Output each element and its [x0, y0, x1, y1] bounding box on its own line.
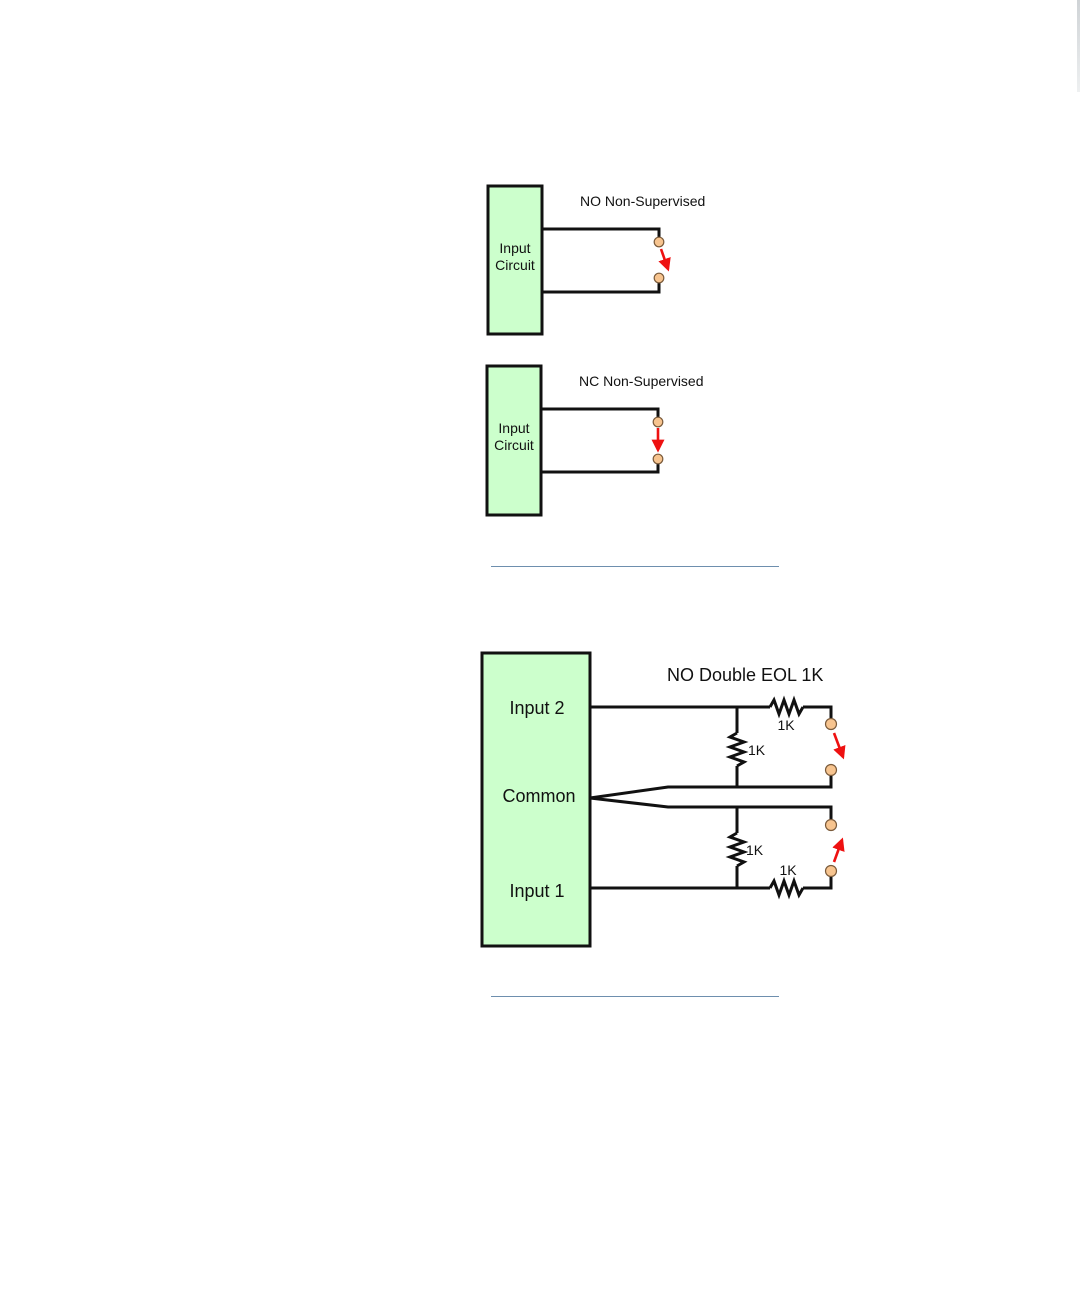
nc-non-supervised-diagram: Input Circuit NC Non-Supervised [487, 366, 704, 515]
no-double-eol-diagram: Input 2 Common Input 1 NO Double EOL 1K … [482, 653, 843, 946]
input2-label: Input 2 [509, 698, 564, 718]
upper-wire [542, 229, 659, 240]
input-circuit-label-line2: Circuit [495, 257, 535, 273]
input1-lower-terminal [826, 866, 837, 877]
diagram-title: NO Non-Supervised [580, 193, 705, 209]
input-circuit-label-line2: Circuit [494, 437, 534, 453]
common-upper-wire [590, 776, 831, 798]
lower-terminal [653, 454, 663, 464]
input2-lower-terminal [826, 765, 837, 776]
upper-wire [541, 409, 658, 418]
input1-series-resistor-label: 1K [779, 862, 797, 878]
input1-label: Input 1 [509, 881, 564, 901]
upper-terminal [653, 417, 663, 427]
input1-shunt-resistor [730, 833, 744, 866]
input1-shunt-resistor-label: 1K [746, 842, 764, 858]
separator-line [491, 566, 779, 567]
input1-upper-terminal [826, 820, 837, 831]
diagram-title: NO Double EOL 1K [667, 665, 823, 685]
input2-series-wire [803, 707, 831, 718]
input2-series-resistor-label: 1K [777, 717, 795, 733]
input2-upper-terminal [826, 719, 837, 730]
input1-series-wire [803, 877, 831, 888]
upper-terminal [654, 237, 664, 247]
common-lower-wire [590, 798, 831, 819]
input2-shunt-resistor [730, 733, 744, 766]
common-label: Common [502, 786, 575, 806]
lower-wire [541, 463, 658, 472]
input2-series-resistor [770, 700, 803, 714]
open-switch-arrow [661, 249, 668, 269]
no-non-supervised-diagram: Input Circuit NO Non-Supervised [488, 186, 705, 334]
input2-switch-arrow [834, 733, 843, 757]
input-circuit-label-line1: Input [499, 240, 530, 256]
separator-line [491, 996, 779, 997]
input1-switch-arrow [834, 840, 842, 862]
lower-terminal [654, 273, 664, 283]
input1-series-resistor [770, 881, 803, 895]
input2-shunt-resistor-label: 1K [748, 742, 766, 758]
lower-wire [542, 281, 659, 292]
input-circuit-label-line1: Input [498, 420, 529, 436]
diagram-title: NC Non-Supervised [579, 373, 704, 389]
